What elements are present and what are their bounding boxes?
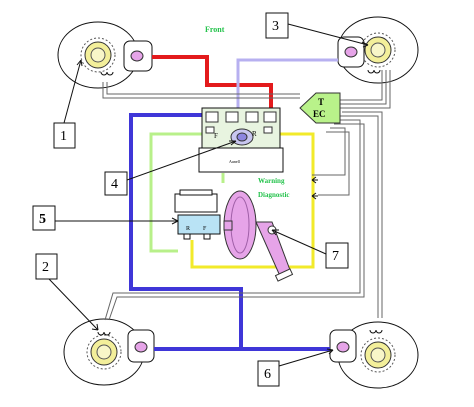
callout-4: 4 <box>104 140 237 196</box>
master-cylinder: R F <box>174 189 221 240</box>
ecu-wiring <box>102 70 391 321</box>
diagnostic-label: Diagnostic <box>258 191 290 199</box>
callout-4-label: 4 <box>111 177 118 192</box>
master-f-label: F <box>214 132 218 140</box>
reservoir-f-label: F <box>203 226 207 232</box>
wheel-front-left <box>57 21 153 89</box>
callout-1: 1 <box>53 59 83 149</box>
front-label: Front <box>205 25 225 34</box>
callout-6-label: 6 <box>264 367 271 382</box>
callout-3-label: 3 <box>272 19 279 34</box>
callout-5-label: 5 <box>39 212 46 227</box>
master-r-label: R <box>252 130 257 138</box>
ecu-label-line1: T <box>318 97 324 107</box>
brake-line-yellow <box>190 132 315 269</box>
warning-arrows <box>311 176 318 200</box>
abs-hydraulic-unit: F R Aunell <box>198 107 284 173</box>
reservoir-r-label: R <box>186 226 190 232</box>
callout-7-label: 7 <box>332 249 339 264</box>
brake-booster <box>223 190 257 260</box>
callout-6: 6 <box>257 348 334 387</box>
brake-line-light-green <box>149 132 225 253</box>
warning-label: Warning <box>258 177 285 185</box>
wheel-rear-left <box>63 318 155 386</box>
wheel-front-right <box>337 16 419 84</box>
wheel-rear-right <box>329 321 419 389</box>
callout-7: 7 <box>271 229 349 269</box>
callout-5: 5 <box>32 205 179 231</box>
callout-1-label: 1 <box>60 129 67 144</box>
brake-line-red <box>152 55 273 108</box>
brake-line-blue <box>129 113 330 351</box>
ecu-module: T EC <box>299 92 341 124</box>
brake-line-lavender <box>236 58 338 108</box>
callout-2-label: 2 <box>42 260 49 275</box>
callout-2: 2 <box>35 253 99 331</box>
callout-3: 3 <box>265 12 369 48</box>
sensor-coils <box>97 69 383 336</box>
unit-small-label: Aunell <box>229 159 241 164</box>
ecu-label-line2: EC <box>313 109 326 119</box>
